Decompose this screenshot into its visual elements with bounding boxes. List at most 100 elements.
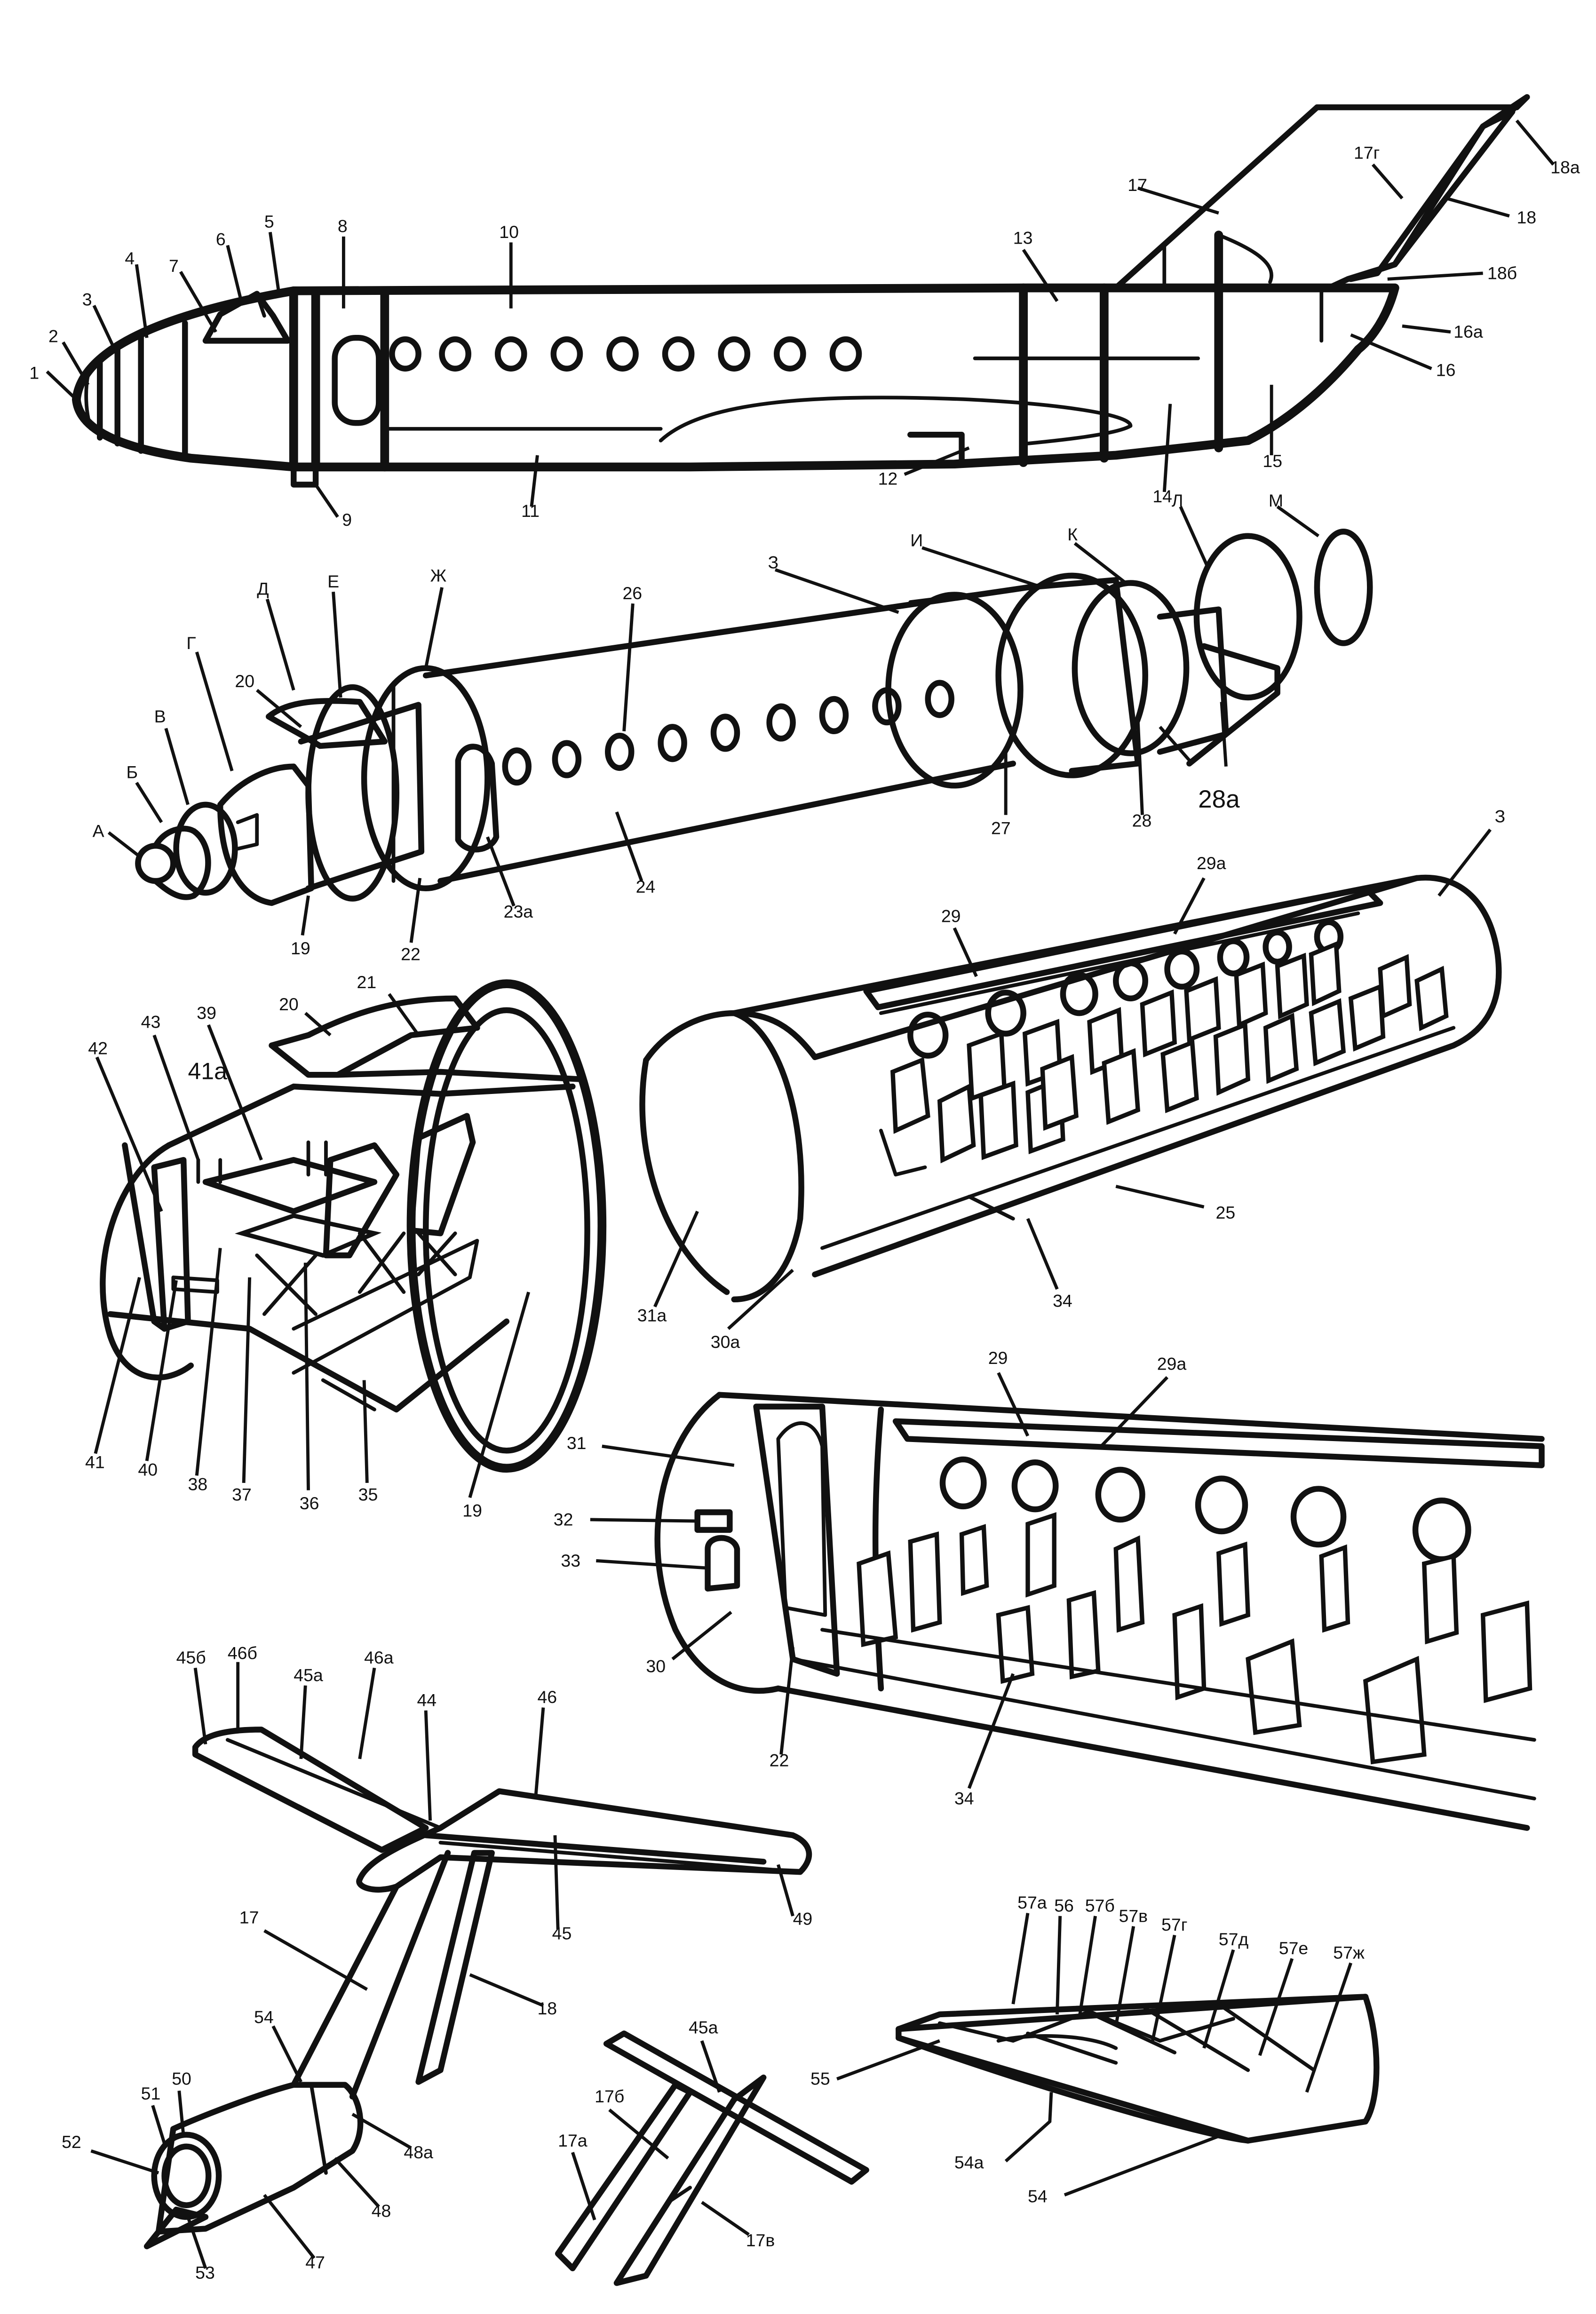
- label-box-57v: 57в: [1119, 1906, 1148, 1926]
- label-fuselage-12: 12: [878, 468, 898, 488]
- label-tail-45a: 45а: [294, 1665, 323, 1685]
- figure-labels: 1 2 3 4 7 6 5 8 9 10 11 12 13 14 15 16 1…: [29, 143, 1580, 2282]
- label-fuselage-15: 15: [1263, 451, 1282, 471]
- label-tail-45: 45: [552, 1924, 572, 1943]
- label-cabin-top-29a: 29а: [1197, 853, 1226, 873]
- label-box-57g: 57г: [1161, 1915, 1187, 1934]
- label-tail-46b: 46б: [228, 1643, 257, 1663]
- label-fuselage-17: 17: [1128, 175, 1147, 195]
- label-cabin-top-30a: 30а: [711, 1332, 740, 1352]
- label-fuselage-7: 7: [169, 256, 179, 276]
- label-fuselage-9: 9: [342, 510, 352, 530]
- label-exploded-E: Е: [327, 571, 339, 591]
- label-fuselage-17g: 17г: [1354, 143, 1380, 162]
- cabin-bottom-seats: [857, 1512, 1532, 1765]
- label-exploded-Z: З: [768, 552, 779, 572]
- label-stab-17v: 17в: [746, 2230, 775, 2250]
- label-cabin-top-Z: З: [1495, 806, 1506, 826]
- label-cabin-bottom-30: 30: [646, 1656, 666, 1676]
- label-cabin-top-25: 25: [1216, 1203, 1236, 1222]
- label-cabin-bottom-22: 22: [770, 1750, 789, 1770]
- leader-lines: [46, 119, 1555, 943]
- label-cabin-bottom-32: 32: [554, 1509, 573, 1529]
- label-fuselage-18a: 18а: [1550, 158, 1580, 177]
- label-exploded-L: Л: [1172, 491, 1183, 510]
- label-cabin-bottom-29a: 29а: [1157, 1354, 1187, 1374]
- label-cockpit-21: 21: [357, 972, 377, 992]
- label-exploded-23a: 23а: [504, 902, 533, 921]
- label-exploded-19: 19: [291, 938, 310, 958]
- label-exploded-A: А: [93, 821, 104, 841]
- label-box-54: 54: [1028, 2186, 1048, 2206]
- label-exploded-20: 20: [235, 671, 254, 691]
- label-cabin-bottom-29: 29: [988, 1348, 1008, 1368]
- label-cockpit-36: 36: [300, 1493, 319, 1513]
- label-cockpit-40: 40: [138, 1459, 158, 1479]
- label-cabin-bottom-33: 33: [561, 1551, 580, 1570]
- label-box-57b: 57б: [1085, 1895, 1115, 1915]
- exploded-windows: [502, 680, 954, 786]
- label-exploded-G: Г: [186, 633, 196, 653]
- label-fuselage-5: 5: [264, 212, 274, 231]
- cabin-cutaway-bottom: [654, 1392, 1545, 1831]
- label-tail-49: 49: [793, 1909, 813, 1929]
- fuselage-windows: [389, 336, 862, 372]
- label-fuselage-2: 2: [48, 326, 58, 346]
- label-exploded-24: 24: [636, 877, 656, 896]
- label-box-57d: 57д: [1219, 1929, 1249, 1949]
- exploded-fuselage-view: [135, 529, 1373, 906]
- label-fuselage-4: 4: [125, 248, 135, 268]
- label-exploded-27: 27: [991, 818, 1011, 838]
- label-cockpit-39: 39: [197, 1003, 216, 1023]
- label-cockpit-35: 35: [358, 1484, 378, 1504]
- label-exploded-D: Д: [257, 578, 269, 598]
- label-tail-44: 44: [417, 1690, 437, 1710]
- label-exploded-26: 26: [622, 583, 642, 603]
- label-fuselage-16a: 16а: [1453, 322, 1483, 341]
- label-exploded-Zh: Ж: [430, 565, 447, 585]
- label-tail-17: 17: [239, 1907, 259, 1927]
- label-stab-45a: 45а: [689, 2017, 718, 2037]
- label-exploded-28: 28: [1132, 811, 1152, 831]
- label-cabin-top-31a: 31а: [637, 1306, 667, 1325]
- label-fuselage-11: 11: [521, 501, 540, 521]
- label-tail-50: 50: [172, 2069, 191, 2089]
- label-exploded-K: К: [1067, 524, 1078, 544]
- label-exploded-I: И: [910, 530, 923, 550]
- label-cockpit-37: 37: [232, 1484, 252, 1504]
- label-tail-51: 51: [141, 2084, 161, 2103]
- label-cabin-bottom-31: 31: [567, 1433, 587, 1453]
- label-fuselage-1: 1: [29, 363, 39, 383]
- label-tail-46: 46: [537, 1687, 557, 1707]
- label-fuselage-16: 16: [1436, 360, 1456, 380]
- label-exploded-28a: 28а: [1198, 785, 1240, 813]
- cockpit-cutaway: [100, 979, 607, 1473]
- label-cockpit-42: 42: [88, 1038, 108, 1058]
- cabin-cutaway-top: [639, 874, 1502, 1303]
- label-cabin-bottom-34: 34: [954, 1789, 974, 1808]
- fuselage-side-view: [71, 94, 1530, 488]
- label-cabin-top-34: 34: [1053, 1291, 1072, 1310]
- stabilizer-detail: [555, 2030, 869, 2286]
- label-fuselage-3: 3: [82, 290, 92, 309]
- label-box-54a: 54а: [954, 2153, 984, 2172]
- leader-lines-lower: [90, 828, 1492, 2269]
- label-box-57a: 57а: [1017, 1893, 1047, 1912]
- label-cockpit-20: 20: [279, 994, 299, 1014]
- label-exploded-22: 22: [401, 944, 421, 964]
- label-tail-46a: 46а: [364, 1648, 394, 1667]
- label-tail-45b: 45б: [176, 1648, 206, 1667]
- label-tail-18: 18: [537, 1998, 557, 2018]
- tail-assembly: [143, 1727, 812, 2250]
- label-box-57e: 57е: [1279, 1938, 1308, 1958]
- label-cockpit-38: 38: [188, 1474, 208, 1494]
- label-fuselage-6: 6: [216, 230, 226, 249]
- label-fuselage-18b: 18б: [1487, 263, 1517, 283]
- label-exploded-V: В: [154, 706, 166, 726]
- label-cockpit-41a: 41а: [188, 1058, 228, 1085]
- label-box-55: 55: [810, 2069, 830, 2089]
- label-fuselage-18: 18: [1517, 207, 1536, 227]
- label-box-57zh: 57ж: [1333, 1942, 1365, 1962]
- label-fuselage-10: 10: [499, 222, 519, 242]
